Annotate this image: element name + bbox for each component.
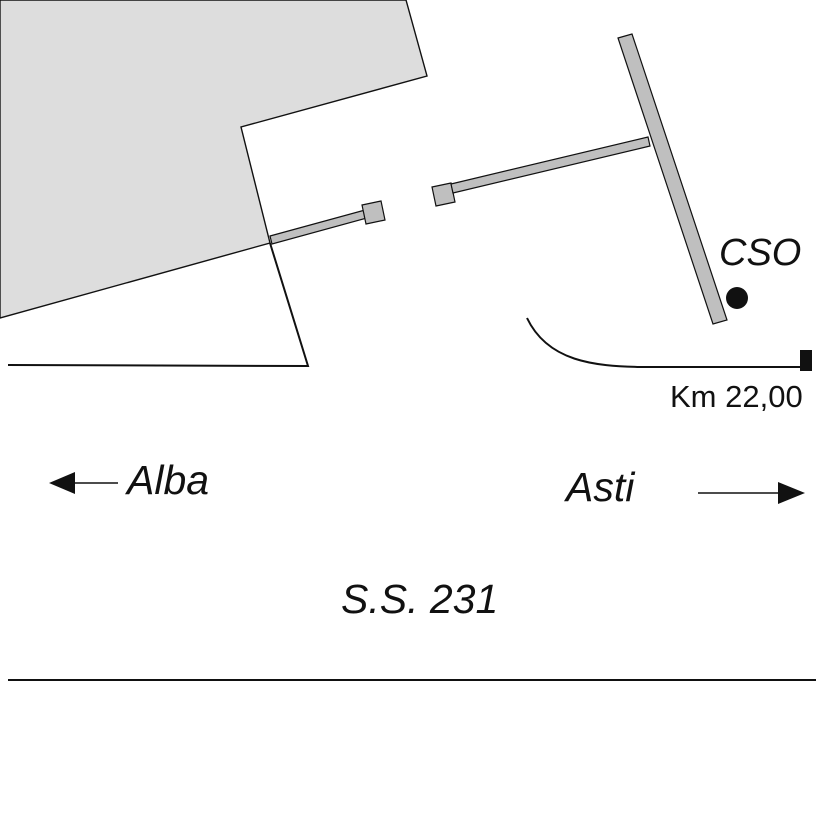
boundary-line bbox=[7, 242, 310, 368]
cso-point bbox=[726, 287, 748, 309]
km-marker bbox=[800, 350, 812, 371]
shaded-area bbox=[0, 0, 428, 319]
direction-alba-label: Alba bbox=[124, 457, 209, 503]
road-edge-curve bbox=[526, 317, 801, 368]
diagonal-bar bbox=[617, 33, 728, 325]
road-name-label: S.S. 231 bbox=[341, 576, 498, 622]
valve-left bbox=[361, 200, 386, 225]
valve-right bbox=[431, 182, 456, 207]
pipe-segment-right bbox=[450, 136, 651, 194]
direction-asti-label: Asti bbox=[563, 464, 636, 510]
pipe-segment-left bbox=[269, 209, 368, 245]
arrow-right-icon bbox=[778, 482, 805, 504]
km-label: Km 22,00 bbox=[670, 379, 803, 414]
cso-label: CSO bbox=[719, 232, 801, 274]
arrow-left-icon bbox=[49, 472, 75, 494]
